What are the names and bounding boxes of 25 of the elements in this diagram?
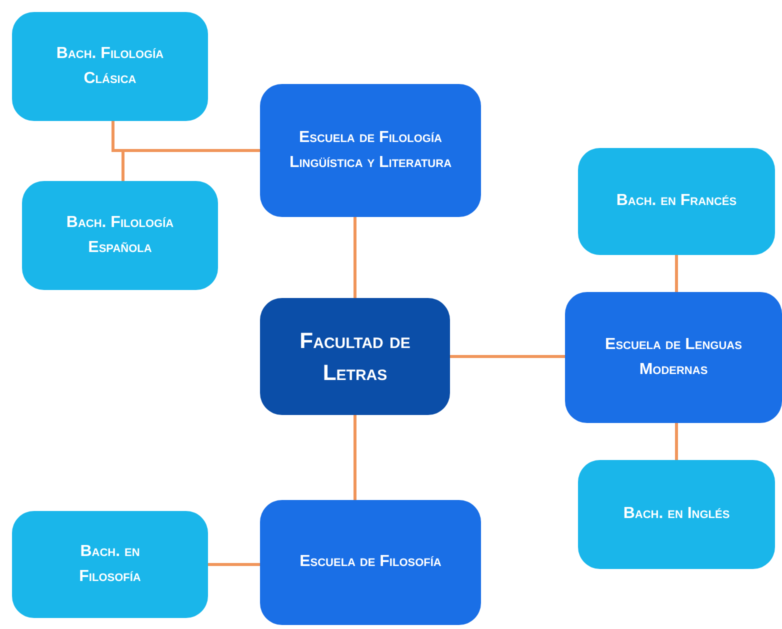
node-label: Bach. en Inglés — [623, 504, 730, 524]
connector-line — [675, 255, 678, 292]
node-label: Bach. en Filosofía — [78, 542, 142, 586]
node-label: Escuela de Filosofía — [300, 552, 442, 572]
connector-line — [675, 423, 678, 460]
school-box — [260, 500, 481, 625]
degree-box — [22, 181, 218, 290]
degree-box — [12, 511, 208, 618]
school-box — [565, 292, 782, 423]
connector-line — [122, 149, 260, 181]
degree-box — [578, 460, 775, 569]
node-label: Facultad de Letras — [298, 326, 412, 386]
node-label: Bach. Filología Española — [65, 212, 175, 258]
node-label: Escuela de Filología Lingüística y Literatura — [288, 128, 453, 172]
connector-line — [208, 563, 260, 566]
node-label: Bach. en Francés — [616, 191, 737, 212]
faculty-box — [260, 298, 450, 415]
connector-line — [354, 217, 356, 298]
degree-box — [12, 12, 208, 121]
connector-line — [450, 355, 565, 358]
school-box — [260, 84, 481, 217]
node-label: Escuela de Lenguas Modernas — [604, 334, 743, 380]
node-label: Bach. Filología Clásica — [55, 44, 165, 88]
degree-box — [578, 148, 775, 255]
connector-line — [354, 415, 356, 500]
